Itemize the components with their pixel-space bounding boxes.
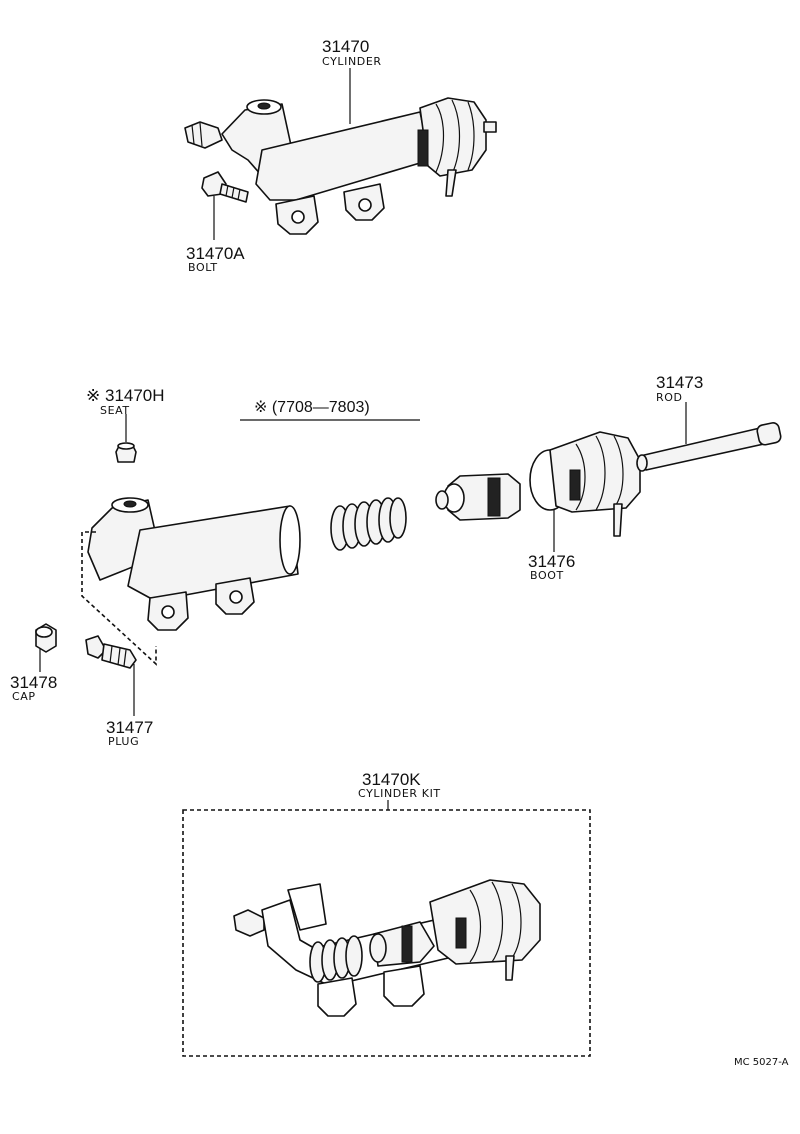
plug-part-name: PLUG: [108, 735, 139, 748]
plug-illustration: [85, 635, 137, 669]
piston-illustration: [435, 473, 521, 521]
boot-part-number: 31476: [528, 552, 575, 571]
model-date-range: ※ (7708—7803): [254, 399, 370, 416]
bolt-illustration: [201, 171, 249, 203]
cylinder-kit-illustration: [233, 879, 541, 1017]
boot-illustration: [529, 431, 641, 537]
cap-part-number: 31478: [10, 673, 57, 692]
cylinder-assembly-illustration: [184, 97, 497, 235]
rod-part-name: ROD: [656, 391, 683, 404]
cap-illustration: [35, 623, 57, 653]
rod-part-number: 31473: [656, 373, 703, 392]
cylinder-part-name: CYLINDER: [322, 55, 382, 68]
bolt-part-name: BOLT: [188, 261, 218, 274]
assembly-indicator-bracket: [81, 531, 157, 666]
seat-illustration: [115, 442, 137, 463]
seat-part-number: ※ 31470H: [86, 386, 165, 405]
plug-part-number: 31477: [106, 718, 153, 737]
seat-footnote-mark: ※: [86, 386, 100, 405]
seat-part-name: SEAT: [100, 404, 130, 417]
spring-illustration: [330, 497, 407, 551]
cylinder-kit-part-name: CYLINDER KIT: [358, 787, 441, 800]
seat-number-text: 31470H: [105, 386, 165, 405]
cylinder-kit-part-number: 31470K: [362, 770, 421, 789]
figure-code: MC 5027-A: [734, 1057, 789, 1068]
cylinder-part-number: 31470: [322, 37, 369, 56]
bolt-part-number: 31470A: [186, 244, 245, 263]
boot-part-name: BOOT: [530, 569, 564, 582]
cylinder-kit-frame: [182, 809, 591, 1057]
cap-part-name: CAP: [12, 690, 36, 703]
cylinder-body-illustration: [87, 497, 301, 631]
rod-illustration: [636, 422, 782, 472]
